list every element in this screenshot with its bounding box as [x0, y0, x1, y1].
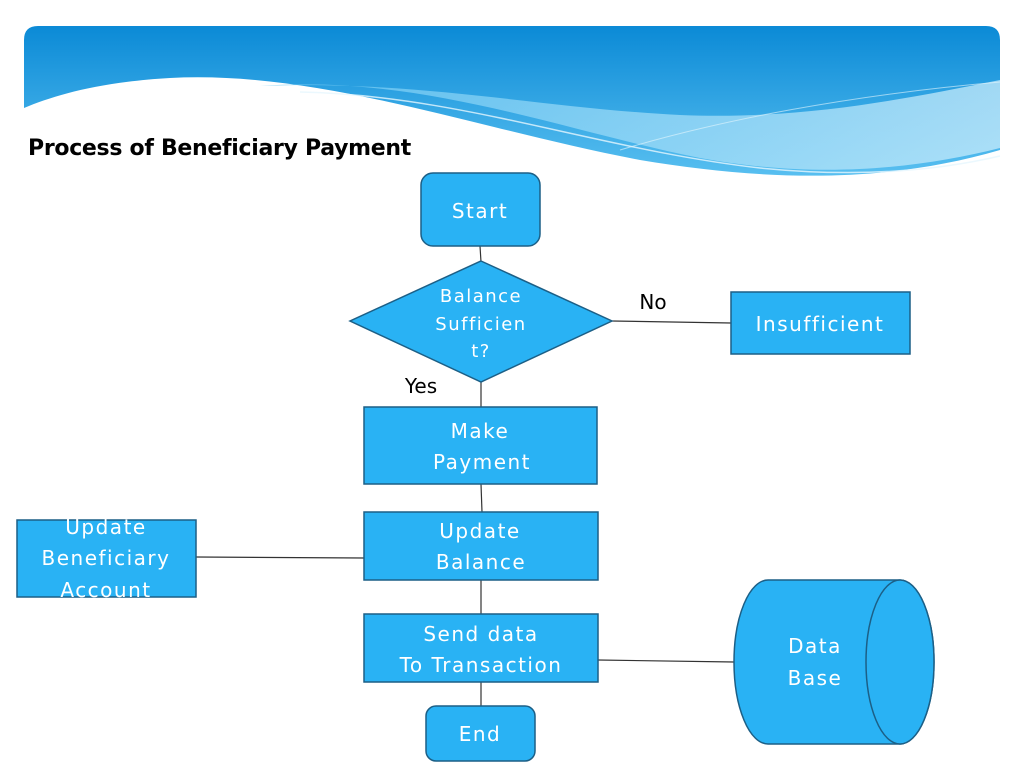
node-update-beneficiary-label-line2: Beneficiary [42, 546, 171, 570]
node-end: End [425, 705, 536, 762]
edge-send-data-database [597, 659, 735, 663]
node-decision-label-line3: t? [471, 341, 491, 362]
node-end-label: End [459, 722, 502, 746]
node-make-payment: Make Payment [363, 406, 598, 485]
node-update-beneficiary-label-line3: Account [60, 578, 151, 602]
node-insufficient-label: Insufficient [756, 312, 885, 336]
banner-wave-line [299, 91, 1001, 174]
node-database-label-line1: Data [788, 634, 842, 658]
edge-start-decision [479, 245, 482, 263]
node-send-data: Send data To Transaction [363, 613, 599, 683]
node-database-label-line2: Base [788, 666, 843, 690]
edge-label-no: No [639, 290, 666, 314]
node-decision: Balance Sufficien t? [348, 260, 614, 383]
edge-update-balance-beneficiary [195, 556, 365, 559]
page-title: Process of Beneficiary Payment [28, 136, 411, 161]
node-send-data-label-line2: To Transaction [399, 653, 563, 677]
node-update-balance-label-line1: Update [439, 519, 520, 543]
node-make-payment-label-line2: Payment [433, 450, 531, 474]
node-update-balance: Update Balance [363, 511, 599, 581]
node-send-data-label-line1: Send data [423, 622, 538, 646]
node-database: Data Base [733, 579, 935, 745]
node-make-payment-label-line1: Make [451, 419, 510, 443]
header-banner [24, 26, 1001, 176]
node-update-balance-label-line2: Balance [436, 550, 526, 574]
node-start-label: Start [452, 199, 508, 223]
edge-make-payment-update-balance [480, 483, 483, 513]
node-update-beneficiary: Update Beneficiary Account [16, 515, 197, 602]
edge-label-yes: Yes [404, 374, 437, 398]
banner-wave-line-2 [619, 81, 1001, 151]
node-decision-label-line1: Balance [440, 286, 522, 307]
node-insufficient: Insufficient [730, 291, 911, 355]
node-update-beneficiary-label-line1: Update [65, 515, 146, 539]
node-decision-label-line2: Sufficien [435, 314, 526, 335]
banner-wave-light [260, 80, 1000, 170]
node-start: Start [420, 172, 541, 247]
edge-decision-insufficient [611, 320, 732, 324]
